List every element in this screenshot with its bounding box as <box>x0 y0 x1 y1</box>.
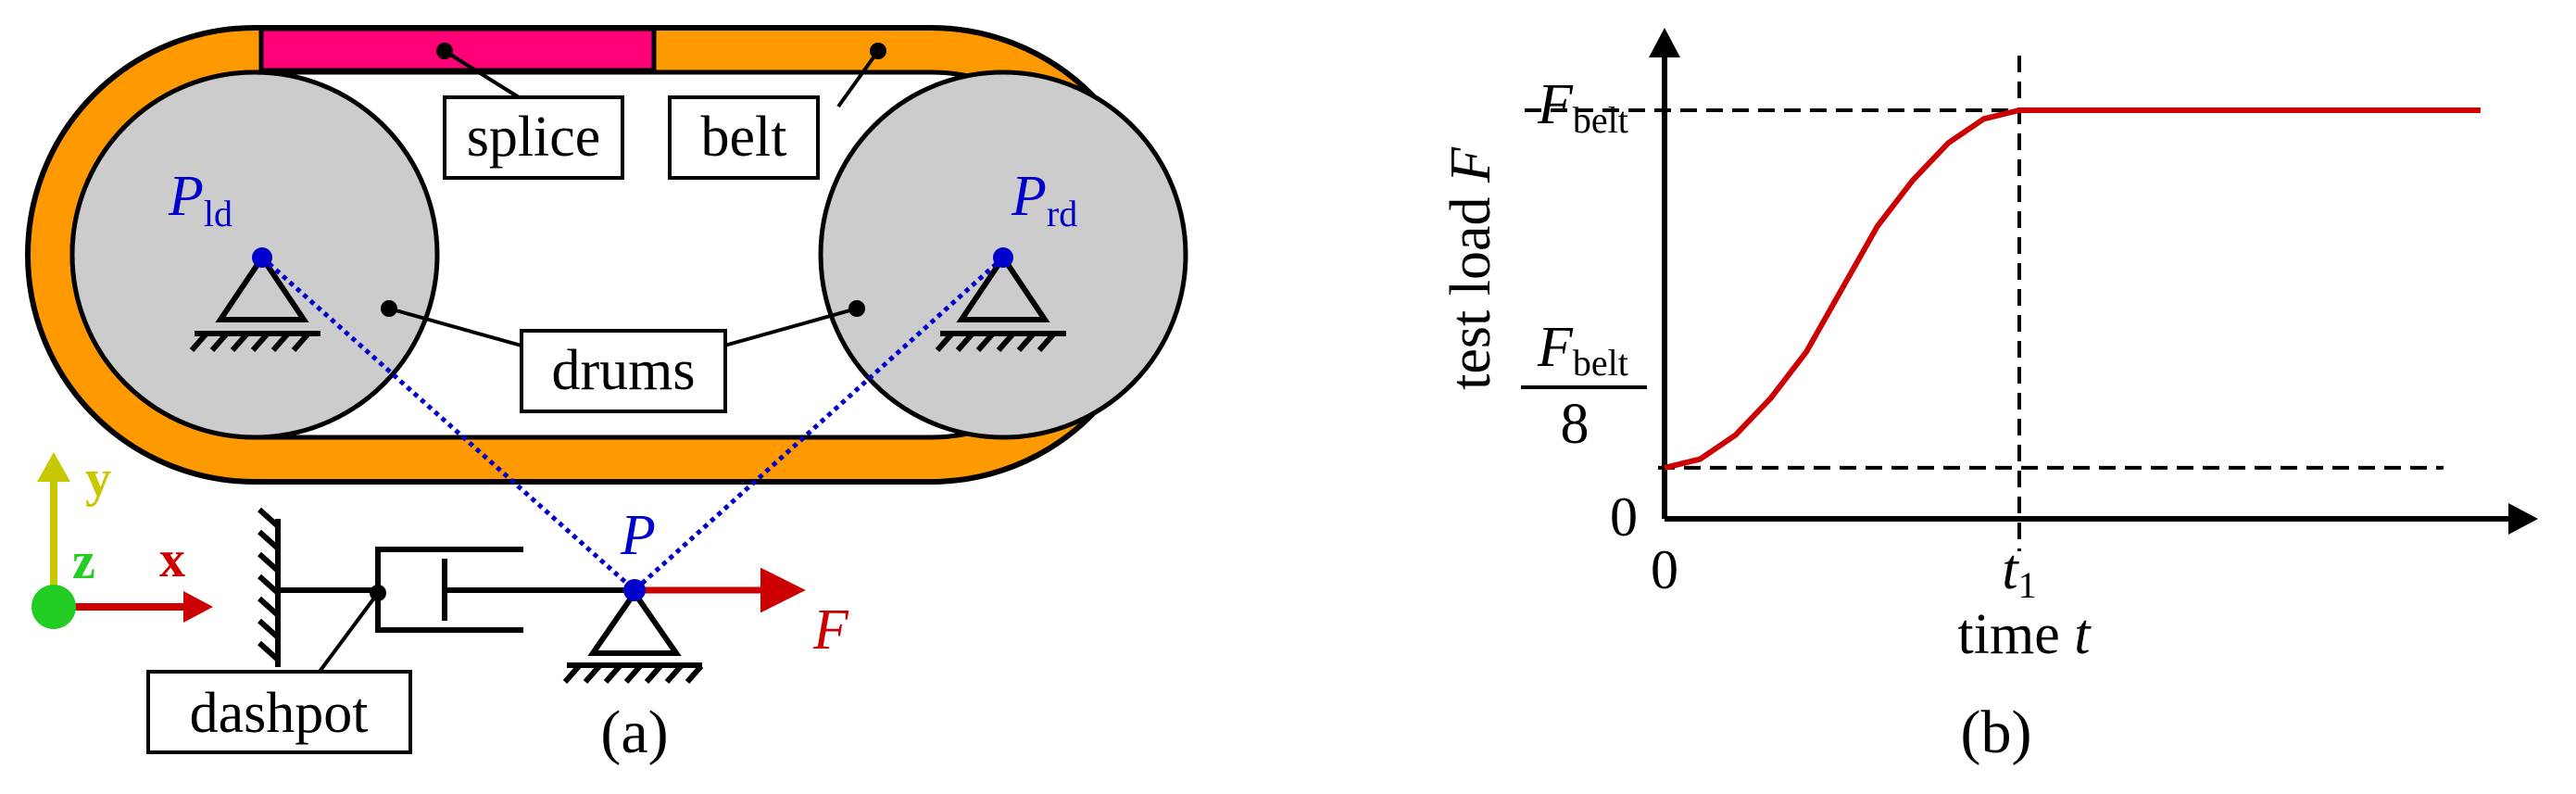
left-drum-support <box>189 252 320 352</box>
panel-a: Pld Prd splice belt drums dashpot <box>25 25 1188 766</box>
left-drum-point-label: Pld <box>168 165 232 234</box>
drums-label: drums <box>552 339 696 402</box>
y-axis-label: y <box>85 450 111 508</box>
splice-label: splice <box>467 106 601 169</box>
panel-b: 0 0 Fbelt Fbelt 8 t1 time t test load F … <box>1439 28 2538 766</box>
y-tick-lower-numerator: Fbelt <box>1537 316 1628 384</box>
y-tick-lower-denominator: 8 <box>1561 393 1590 456</box>
panel-a-caption: (a) <box>600 699 668 766</box>
x-axis-label: x <box>159 531 185 588</box>
dashpot <box>257 507 635 667</box>
z-axis-label: z <box>72 533 95 590</box>
chart-x-axis-arrowhead <box>2508 503 2538 535</box>
load-point <box>623 579 646 601</box>
y-tick-lower-fraction: Fbelt 8 <box>1521 316 1647 456</box>
y-tick-zero: 0 <box>1610 486 1638 548</box>
left-drum-center-point <box>252 247 272 268</box>
coordinate-frame <box>31 452 213 629</box>
x-tick-zero: 0 <box>1651 539 1678 600</box>
splice-label-box <box>443 95 624 180</box>
chart-y-axis-arrowhead <box>1649 28 1680 57</box>
chart-y-axis-label: test load F <box>1439 146 1502 390</box>
right-drum-center-point <box>993 247 1013 268</box>
x-tick-t1: t1 <box>2002 538 2036 606</box>
panel-b-caption: (b) <box>1961 699 2032 766</box>
right-drum-point-label: Prd <box>1011 165 1077 234</box>
load-point-label: P <box>620 504 656 567</box>
belt-label: belt <box>701 106 787 169</box>
force-label: F <box>812 599 849 662</box>
splice-segment <box>258 26 657 73</box>
load-point-support <box>562 587 704 684</box>
drums-label-box <box>520 329 727 413</box>
dashpot-label: dashpot <box>190 682 369 745</box>
series-line-test-load <box>1664 107 2481 471</box>
dashpot-label-box <box>146 670 412 754</box>
belt-label-box <box>668 95 820 180</box>
chart-x-axis-label: time t <box>1958 603 2092 666</box>
right-drum-support <box>935 252 1066 352</box>
y-tick-upper: Fbelt <box>1537 73 1628 141</box>
